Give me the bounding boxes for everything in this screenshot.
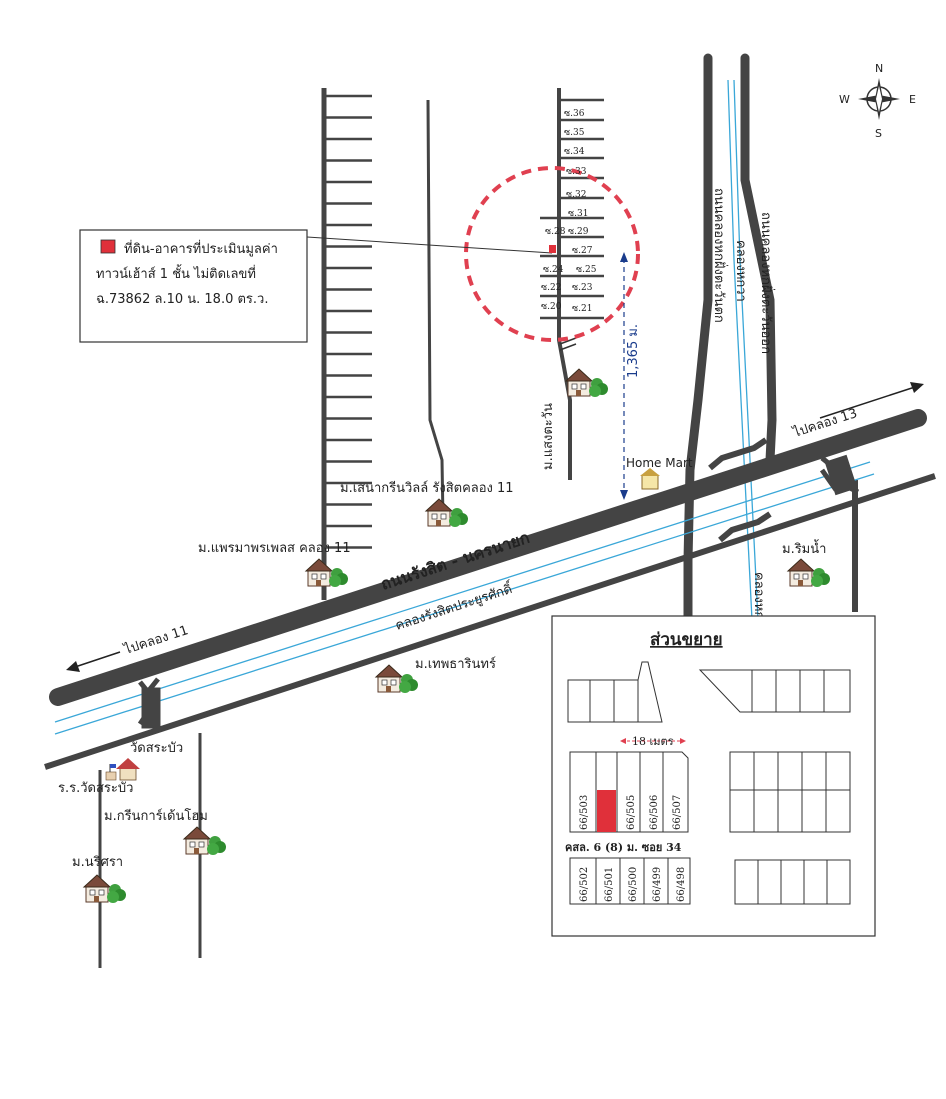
temple-icon [105,758,140,781]
lot-label-bottom: 66/498 [676,867,687,902]
soi-labels: ซ.36 ซ.35 ซ.34 ซ.33 ซ.32 ซ.31 ซ.29ซ.28 ซ.27 ซ.25… [541,109,597,314]
distance-label: 1,365 ม. [626,324,641,378]
legend-line-1: ที่ดิน-อาคารที่ประเมินมูลค่า [124,240,278,257]
saengtawan-road [540,88,604,480]
compass-w: W [839,93,850,106]
soi-label: ซ.35 [564,128,585,138]
label-green-garden: ม.กรีนการ์เด้นโฮม [104,808,208,824]
house-icon-rimnam [787,558,831,588]
label-school: ร.ร.วัดสระบัว [58,781,133,796]
house-icon-praemaa [305,558,349,588]
road-middle [426,99,445,521]
soi-label: ซ.27 [572,246,593,256]
inset-width-label: 18 เมตร [632,735,674,748]
lower-road [44,473,936,770]
house-icon-green-garden [183,826,227,856]
lot-label-top: 66/506 [649,795,660,830]
legend-box [79,229,308,343]
soi-label: ซ.28 [545,227,566,237]
lot-labels: 66/503 66/505 66/506 66/507 66/502 66/501 66/5… [579,795,687,902]
lot-label-bottom: 66/501 [604,867,615,902]
soi-label: ซ.22 [541,283,561,293]
label-home-mart: Home Mart [626,456,693,470]
arrow-klong13 [819,382,924,419]
soi-label: ซ.36 [564,109,585,119]
lot-label-top: 66/507 [672,795,683,830]
road-right-west [683,53,713,625]
label-narisara: ม.นริศรา [72,855,123,870]
soi-label: ซ.33 [566,167,587,177]
house-icon-thepthanin [375,664,419,694]
soi-label: ซ.31 [568,209,588,219]
legend-pointer [306,236,553,254]
bridge-left [137,677,161,729]
soi-label: ซ.32 [566,190,586,200]
compass-rose-icon [858,78,900,120]
inset-title: ส่วนขยาย [650,630,723,650]
label-sena: ม.เสนากรีนวิลล์ รังสิตคลอง 11 [340,480,514,496]
lot-label-top: 66/503 [579,795,590,830]
soi-label: ซ.29 [568,227,589,237]
canal-line-2 [54,473,875,735]
label-rimnam: ม.ริมน้ำ [782,539,826,557]
subject-lot [597,790,616,832]
canal-line-1 [54,461,871,723]
label-wat: วัดสระบัว [130,741,183,756]
bridge-center [708,437,772,543]
label-thepthanin: ม.เทพธารินทร์ [415,656,496,672]
legend-line-2: ทาวน์เฮ้าส์ 1 ชั้น ไม่ติดเลขที่ [96,264,256,282]
bridge-right [819,454,860,496]
label-road-right-2: ถนนคลองหกฝั่งตะวันออก [758,212,775,354]
house-icon-saengtawan [565,368,609,398]
subject-area-circle [464,166,640,342]
house-icon-sena [425,498,469,528]
soi-label: ซ.34 [564,147,585,157]
label-saengtawan: ม.แสงตะวัน [541,403,556,470]
legend-swatch [100,239,116,254]
label-praemaa: ม.แพรมาพรเพลส คลอง 11 [198,541,351,556]
soi-label: ซ.25 [576,265,597,275]
inset-panel: ส่วนขยาย [551,615,876,937]
soi-label: ซ.23 [572,283,593,293]
lot-label-bottom: 66/500 [628,867,639,902]
estate-road-left [321,88,372,600]
soi-label: ซ.20 [541,302,562,312]
canal-right [727,79,759,621]
lot-label-bottom: 66/502 [579,867,590,902]
lot-label-bottom: 66/499 [652,867,663,902]
compass-e: E [909,93,916,106]
compass-n: N [875,62,883,75]
home-mart-icon [640,468,660,490]
label-canal-right: คลองหกวา [733,240,748,302]
legend-line-3: ฉ.73862 ล.10 น. 18.0 ตร.ว. [96,292,268,307]
label-road-right-1: ถนนคลองหกฝั่งตะวันตก [711,188,728,323]
road-right-east [740,53,777,465]
lot-label-top: 66/505 [626,795,637,830]
subject-marker [549,245,556,253]
inset-soi-label: คสล. 6 (8) ม. ซอย 34 [565,841,682,854]
soi-label: ซ.21 [572,304,592,314]
compass-s: S [875,127,882,140]
house-icon-narisara [83,874,127,904]
main-road [49,409,927,706]
soi-label: ซ.24 [543,265,564,275]
arrow-klong11 [66,651,121,672]
